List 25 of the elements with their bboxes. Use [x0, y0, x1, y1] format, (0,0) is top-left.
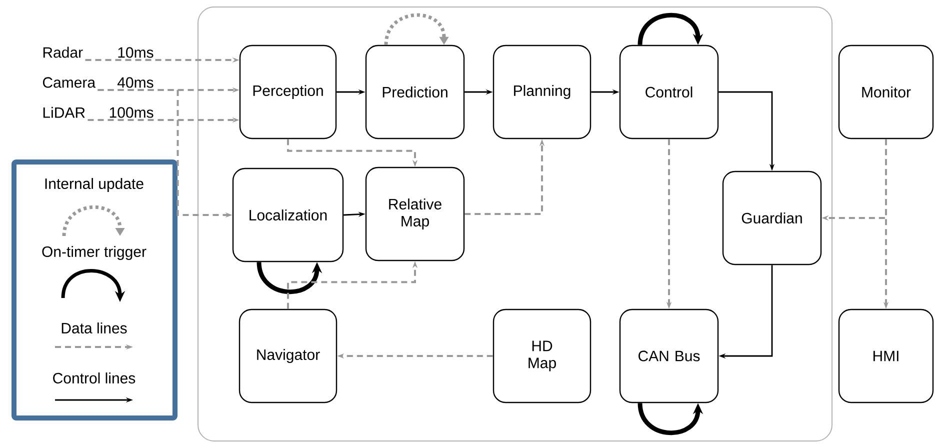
- legend-label: Internal update: [45, 178, 144, 192]
- edge-label: 10ms: [116, 46, 155, 59]
- legend-label: On-timer trigger: [42, 246, 146, 260]
- process-box: Guardian: [722, 170, 822, 266]
- legend-label: Control lines: [53, 372, 136, 384]
- sensor-label: Camera: [42, 77, 96, 88]
- process-box: Navigator: [238, 308, 338, 404]
- process-box: Prediction: [365, 44, 465, 140]
- sensor-label: LiDAR: [43, 106, 85, 118]
- process-box: Localization: [232, 168, 344, 262]
- process-box: CAN Bus: [619, 308, 719, 404]
- process-box: Monitor: [838, 44, 934, 140]
- sensor-label: Radar: [43, 46, 83, 58]
- process-box: HMI: [838, 308, 934, 404]
- process-box: Planning: [492, 44, 592, 140]
- legend-label: Data lines: [62, 322, 127, 334]
- process-box: HD Map: [492, 308, 592, 404]
- process-box: Perception: [239, 44, 337, 140]
- edge-label: 100ms: [108, 106, 155, 119]
- loop-arrow: [384, 13, 449, 46]
- process-box: Control: [619, 44, 719, 140]
- loop-arrow: [638, 12, 704, 46]
- edge-label: 40ms: [116, 76, 155, 89]
- frame-box: [198, 6, 832, 442]
- process-box: Relative Map: [365, 166, 465, 262]
